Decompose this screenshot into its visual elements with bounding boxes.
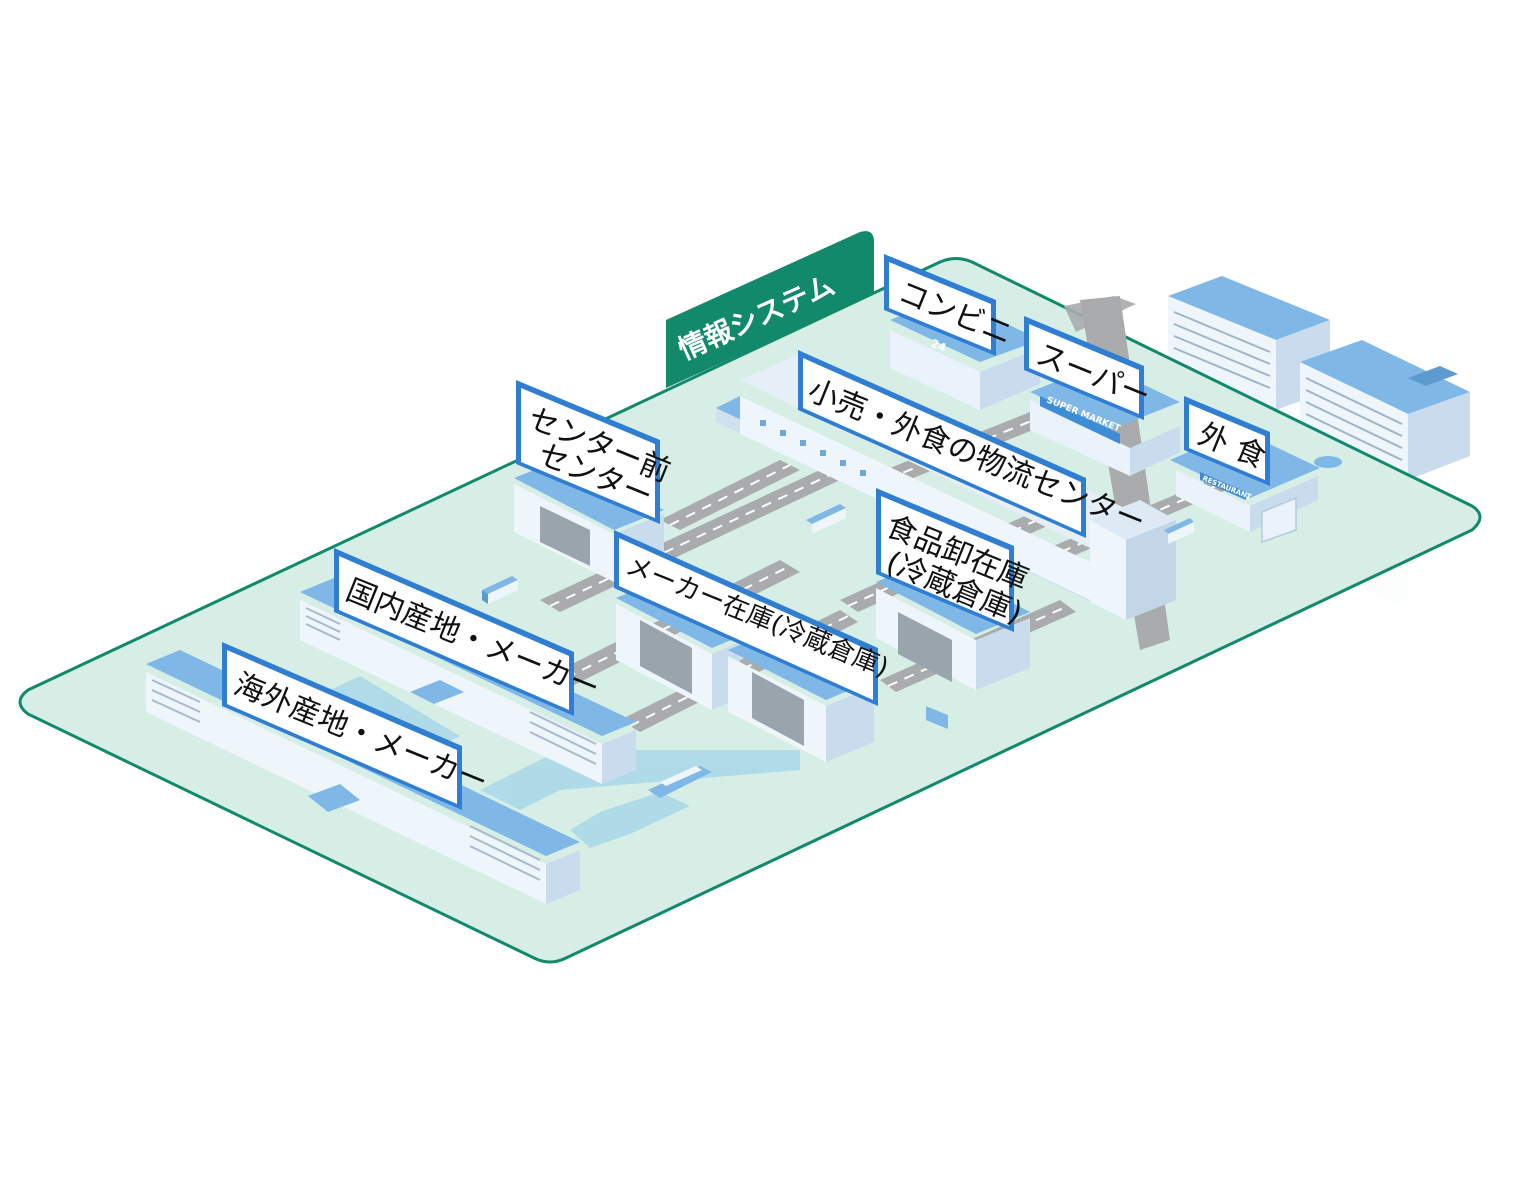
ship-icon (648, 766, 712, 798)
sign-food-wholesale: 食品卸在庫 (冷蔵倉庫) (876, 488, 1033, 632)
truck-icon (482, 576, 518, 604)
conveni-number: 24 (929, 337, 948, 355)
car-icon (1314, 456, 1342, 468)
sign-pre-center: センター前 センター (516, 380, 675, 524)
truck-icon (1164, 518, 1194, 544)
office-building-front (1300, 340, 1470, 480)
truck-icon (806, 504, 846, 534)
